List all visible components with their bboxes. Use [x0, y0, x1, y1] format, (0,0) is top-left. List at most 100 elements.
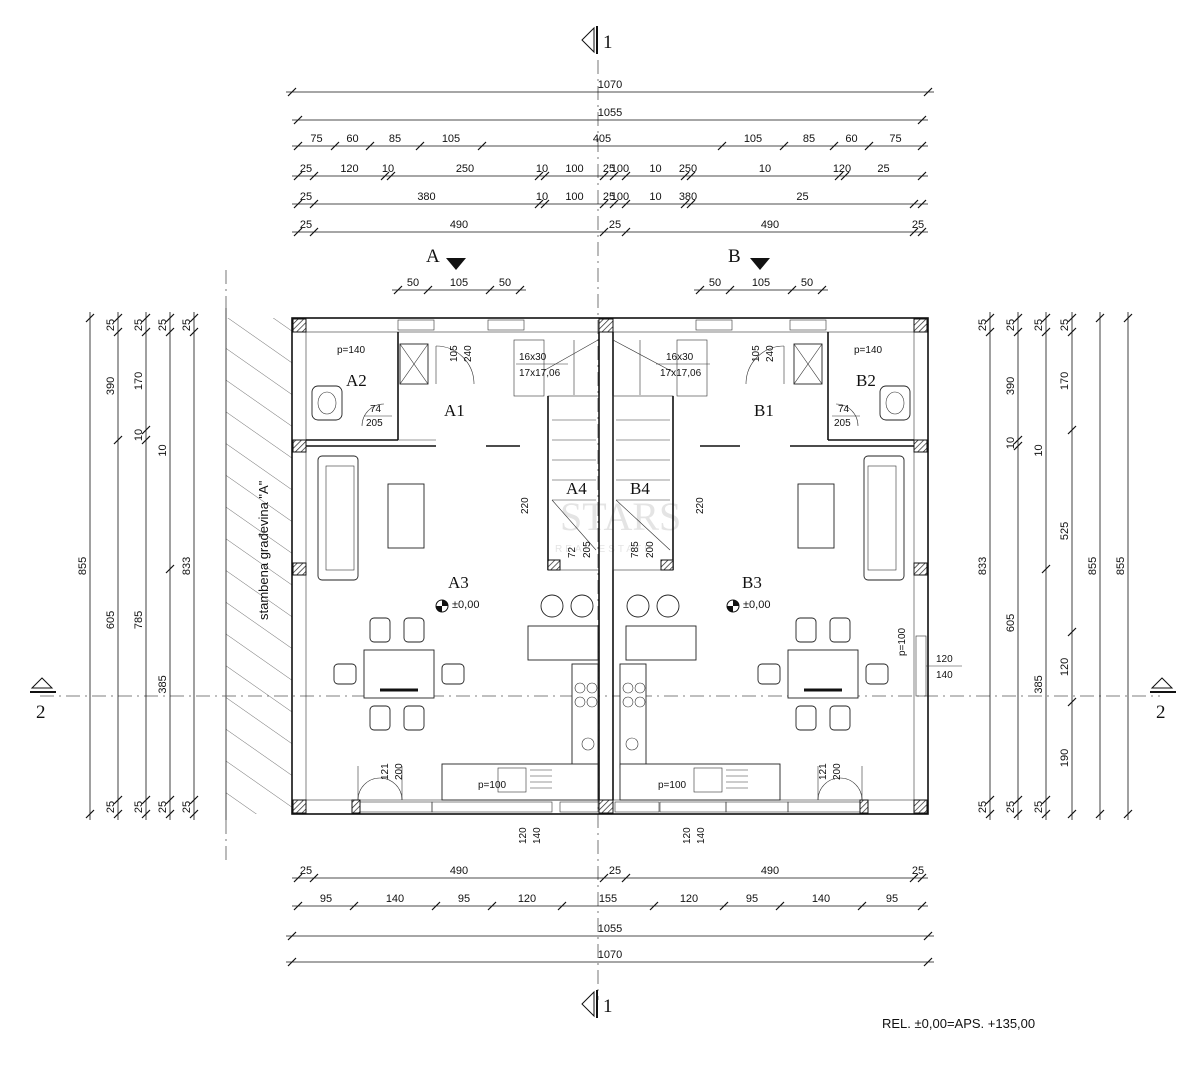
right-c2-label: 390: [1005, 377, 1017, 395]
bot-r1-label: 490: [761, 865, 779, 877]
cut-marker-b: B: [728, 246, 770, 270]
bot-r2-label: 95: [458, 893, 470, 905]
right-c6-label: 855: [1115, 557, 1127, 575]
top-r4-label: 25: [603, 163, 615, 175]
door-a3-w: 121: [380, 763, 391, 780]
door-a1-w: 105: [449, 345, 460, 362]
p100-a: p=100: [478, 780, 507, 791]
top-r4-label: 250: [679, 163, 697, 175]
top-a-label: 105: [450, 277, 468, 289]
right-c4-label: 170: [1059, 372, 1071, 390]
bot-r2-label: 120: [680, 893, 698, 905]
right-c1-label: 25: [977, 319, 989, 331]
left-c5-label: 25: [181, 319, 193, 331]
top-r4-label: 100: [611, 163, 629, 175]
room-b2: B2: [856, 371, 876, 390]
door-b1-h: 240: [765, 345, 776, 362]
top-r5-label: 100: [565, 191, 583, 203]
cut-a-label: A: [426, 246, 440, 267]
door-b1-w: 105: [751, 345, 762, 362]
top-r3-label: 75: [889, 133, 901, 145]
dim-72: 72: [567, 546, 578, 558]
watermark: STARS REAL ESTATE: [555, 494, 681, 555]
top-r2-label: 1055: [598, 107, 622, 119]
top-r5-label: 10: [536, 191, 548, 203]
bot-r1-label: 25: [300, 865, 312, 877]
stair-b-size1: 16x30: [666, 352, 694, 363]
bot-r2-label: 95: [746, 893, 758, 905]
door-a1-h: 240: [463, 345, 474, 362]
win-bottom-b-w: 120: [682, 827, 693, 844]
left-c4-label: 25: [157, 319, 169, 331]
cut-marker-a: A: [426, 246, 466, 270]
right-c1-label: 25: [977, 801, 989, 813]
building-walls: [291, 317, 929, 815]
top-r3-label: 85: [389, 133, 401, 145]
bot-r3-label: 1055: [598, 923, 622, 935]
right-c4-label: 25: [1059, 319, 1071, 331]
top-r6-label: 25: [300, 219, 312, 231]
win-right-h: 140: [936, 670, 953, 681]
door-a3-h: 200: [394, 763, 405, 780]
section-left-label: 2: [36, 702, 46, 723]
left-c4-label: 25: [157, 801, 169, 813]
bathroom-fixtures: [311, 343, 911, 427]
top-r5-label: 100: [611, 191, 629, 203]
right-c3-label: 25: [1033, 801, 1045, 813]
right-c4-label: 525: [1059, 522, 1071, 540]
p140-a: p=140: [337, 345, 366, 356]
top-r4-label: 120: [340, 163, 358, 175]
bot-r2-label: 140: [386, 893, 404, 905]
stair-b-size2: 17x17,06: [660, 368, 702, 379]
section-top-label: 1: [603, 32, 613, 53]
dim-220-a: 220: [520, 497, 531, 514]
p100-side: p=100: [897, 627, 908, 656]
top-r3-label: 105: [744, 133, 762, 145]
top-r4-label: 10: [649, 163, 661, 175]
watermark-subtext: REAL ESTATE: [555, 544, 654, 555]
top-r5-label: 10: [649, 191, 661, 203]
win-bottom-b-h: 140: [696, 827, 707, 844]
level-b-text: ±0,00: [743, 599, 770, 611]
bot-r2-label: 95: [320, 893, 332, 905]
room-b3: B3: [742, 573, 762, 592]
reference-level-note: REL. ±0,00=APS. +135,00: [882, 1016, 1035, 1031]
section-marker-right: 2: [1150, 677, 1176, 723]
top-a-label: 50: [407, 277, 419, 289]
left-c2-label: 25: [105, 801, 117, 813]
right-c4-label: 120: [1059, 658, 1071, 676]
top-r3-label: 405: [593, 133, 611, 145]
top-r3-label: 105: [442, 133, 460, 145]
bot-r4-label: 1070: [598, 949, 622, 961]
right-c5-label: 855: [1087, 557, 1099, 575]
top-r6-label: 490: [761, 219, 779, 231]
win-right-w: 120: [936, 654, 953, 665]
left-c5-label: 833: [181, 557, 193, 575]
top-r6-label: 25: [609, 219, 621, 231]
axis-lines: [40, 60, 1160, 1000]
room-labels: A2 A1 A4 B4 A3 B1 B2 B3: [346, 371, 876, 592]
left-c2-label: 25: [105, 319, 117, 331]
top-b-label: 50: [801, 277, 813, 289]
top-r5-label: 25: [796, 191, 808, 203]
bot-r2-label: 155: [599, 893, 617, 905]
top-r4-label: 10: [382, 163, 394, 175]
section-bottom-label: 1: [603, 996, 613, 1017]
bot-r2-label: 120: [518, 893, 536, 905]
left-c3-label: 10: [133, 429, 145, 441]
room-a1: A1: [444, 401, 465, 420]
left-c3-label: 170: [133, 372, 145, 390]
cut-b-label: B: [728, 246, 741, 267]
door-b3-w: 121: [818, 763, 829, 780]
top-b-label: 105: [752, 277, 770, 289]
top-b-label: 50: [709, 277, 721, 289]
bot-r2-label: 95: [886, 893, 898, 905]
top-r5-label: 380: [679, 191, 697, 203]
room-a4: A4: [566, 479, 587, 498]
door-b3-h: 200: [832, 763, 843, 780]
p140-b: p=140: [854, 345, 883, 356]
stair-a-size1: 16x30: [519, 352, 547, 363]
top-r5-label: 380: [417, 191, 435, 203]
top-r4-label: 100: [565, 163, 583, 175]
